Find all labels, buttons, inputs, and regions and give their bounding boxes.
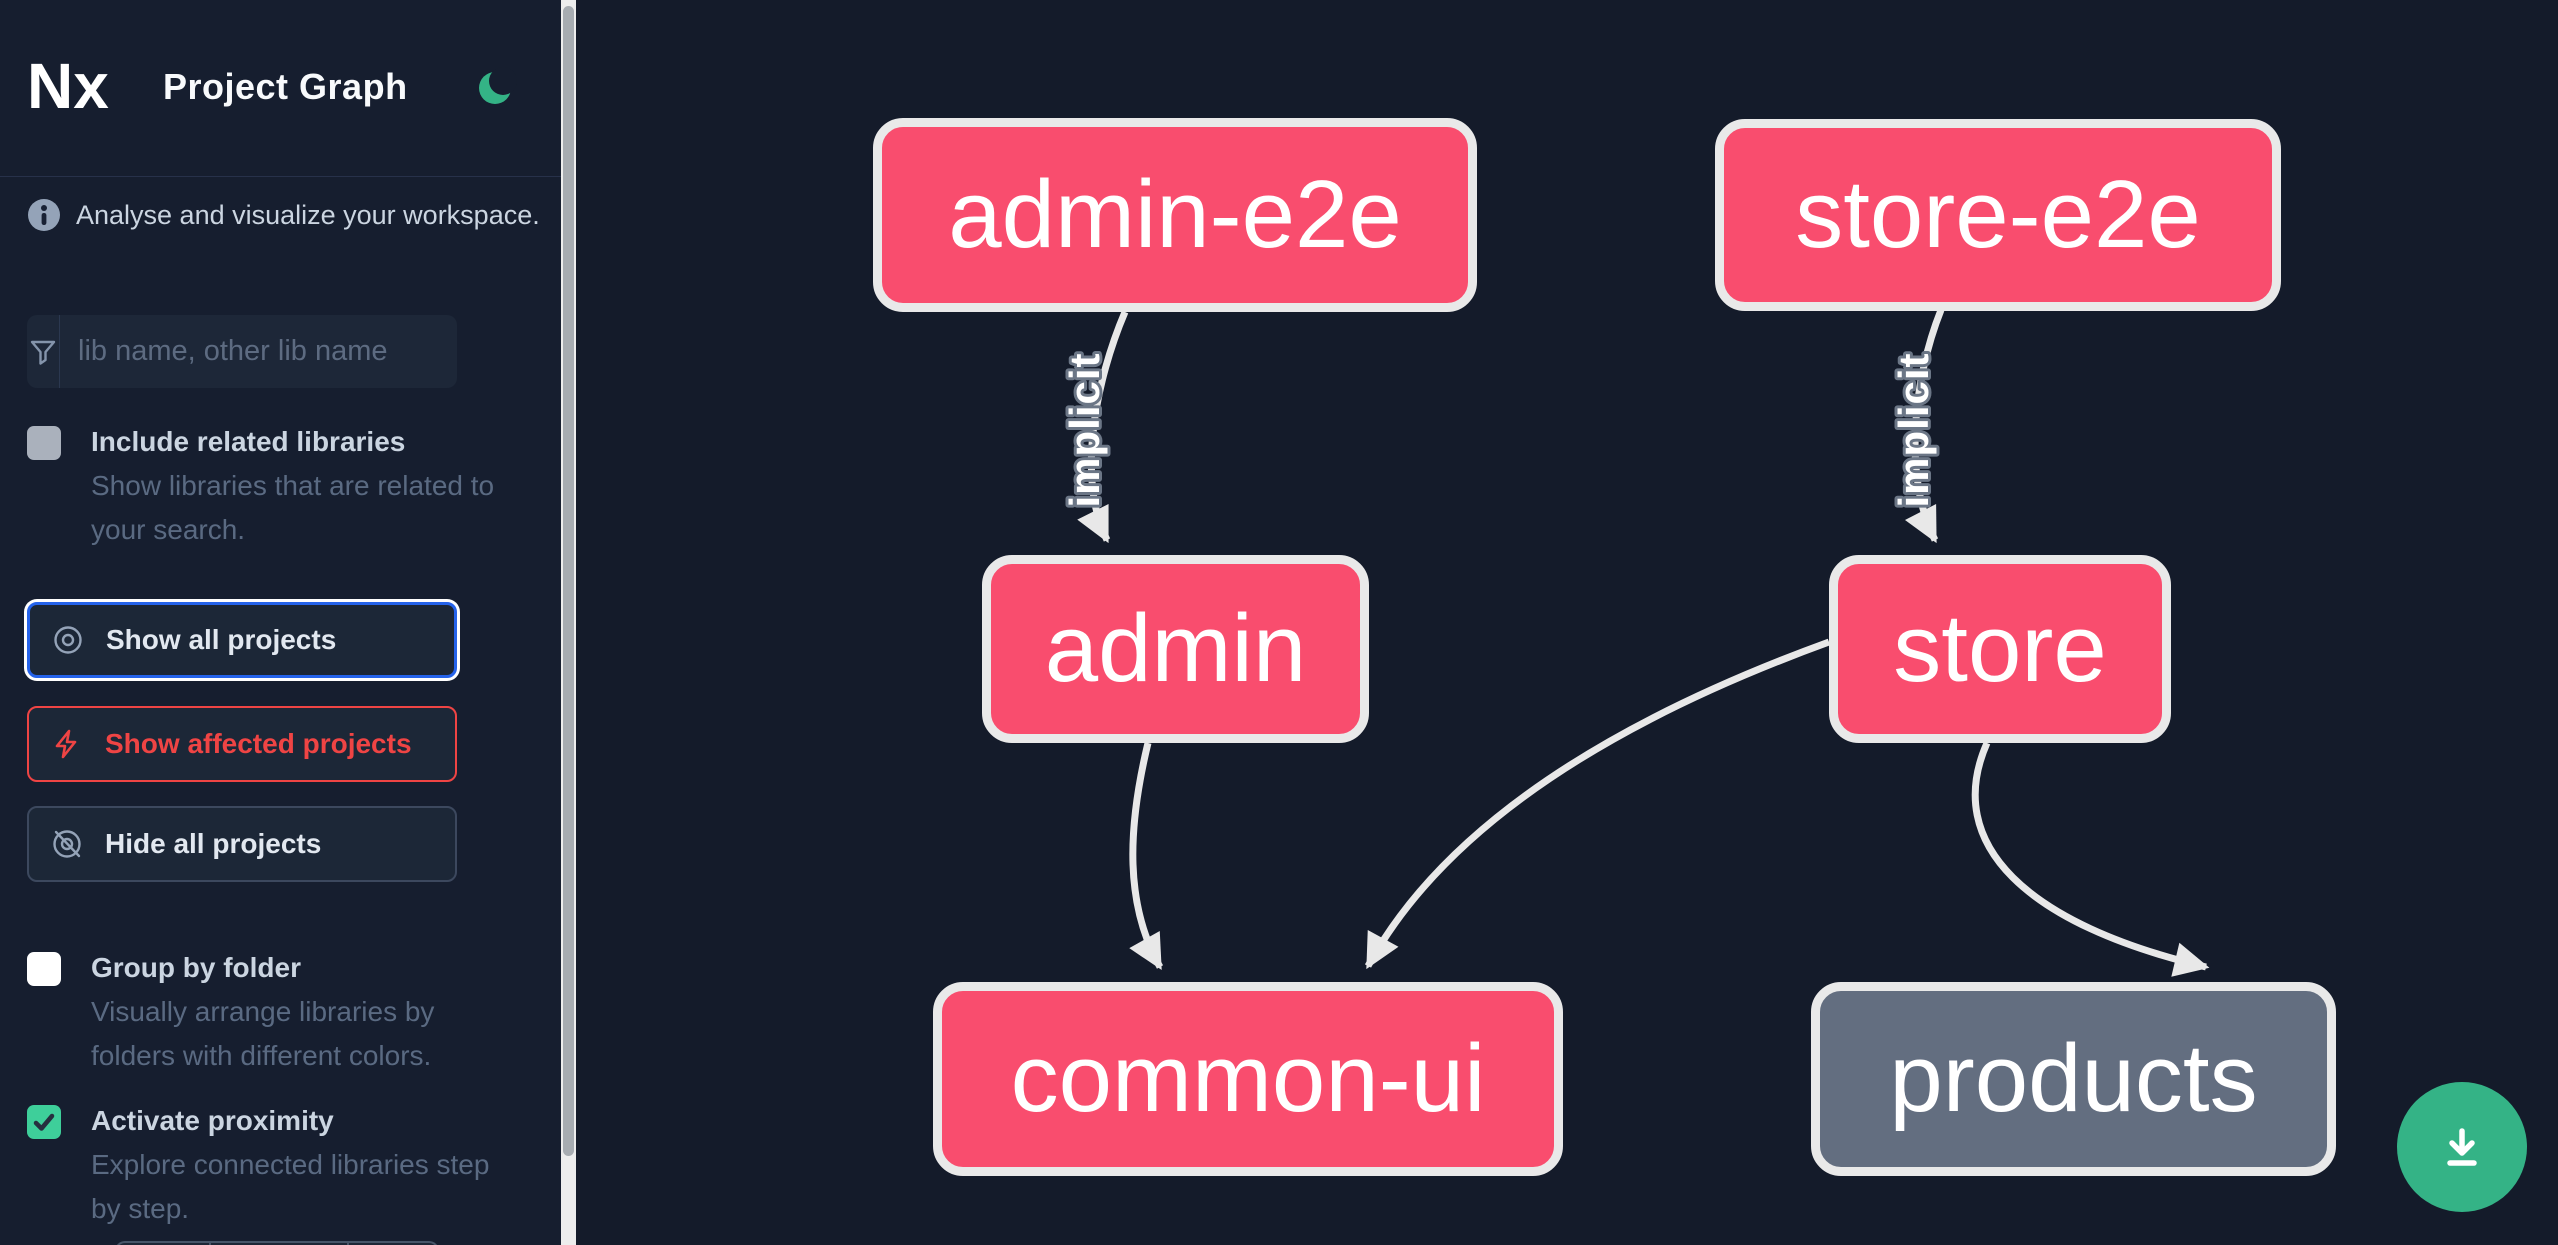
include-related-row: Include related libraries Show libraries… [27,424,515,552]
graph-edges: implicit implicit [1058,308,2210,977]
sidebar-scrollbar-thumb[interactable] [563,6,574,1156]
hide-all-projects-label: Hide all projects [105,828,322,859]
edge-label-implicit-1: implicit [1061,352,1108,507]
search-input[interactable] [60,315,457,388]
moon-icon [479,67,517,104]
graph-node-products[interactable]: products [1811,982,2336,1176]
filter-icon [27,315,60,388]
sidebar: Nx Project Graph Analyse and visualize y… [0,0,561,1245]
info-icon [28,199,60,231]
graph-canvas[interactable]: implicit implicit admin-e2e store-e2e ad… [576,0,2558,1245]
theme-toggle-button[interactable] [468,64,517,108]
edge-store-to-products[interactable] [1971,741,2210,977]
nx-logo-icon: Nx [27,50,109,120]
show-affected-projects-label: Show affected projects [105,728,412,759]
activate-proximity-checkbox[interactable] [27,1105,61,1139]
download-icon [2447,1128,2477,1166]
proximity-value-cell [209,1241,349,1245]
group-by-folder-row: Group by folder Visually arrange librari… [27,950,515,1078]
proximity-decrement-button[interactable] [115,1241,209,1245]
edge-store-to-common-ui[interactable] [1364,638,1831,970]
graph-node-common-ui[interactable]: common-ui [933,982,1563,1176]
tagline-text: Analyse and visualize your workspace. [76,199,540,230]
download-graph-button[interactable] [2397,1082,2527,1212]
group-by-folder-label: Group by folder [91,952,301,983]
search-box [27,315,457,388]
check-icon [33,1113,55,1131]
edge-admin-to-common-ui[interactable] [1129,742,1164,971]
include-related-label: Include related libraries [91,426,406,457]
show-affected-projects-button[interactable]: Show affected projects [27,706,457,782]
eye-slash-icon [53,830,81,858]
include-related-description: Show libraries that are related to your … [91,470,495,545]
page-title: Project Graph [163,66,408,107]
show-all-projects-label: Show all projects [106,624,337,655]
show-all-projects-button[interactable]: Show all projects [27,602,457,678]
sidebar-header: Nx Project Graph [0,0,561,177]
graph-node-store[interactable]: store [1829,555,2171,743]
proximity-stepper [115,1241,439,1245]
proximity-increment-button[interactable] [349,1241,439,1245]
bolt-icon [55,729,77,759]
activate-proximity-description: Explore connected libraries step by step… [91,1149,490,1224]
sidebar-scrollbar-track [561,0,576,1245]
group-by-folder-checkbox[interactable] [27,952,61,986]
group-by-folder-description: Visually arrange libraries by folders wi… [91,996,435,1071]
edge-label-implicit-2: implicit [1890,352,1937,507]
tagline-row: Analyse and visualize your workspace. [27,198,540,232]
graph-node-admin-e2e[interactable]: admin-e2e [873,118,1477,312]
activate-proximity-label: Activate proximity [91,1105,334,1136]
hide-all-projects-button[interactable]: Hide all projects [27,806,457,882]
activate-proximity-row: Activate proximity Explore connected lib… [27,1103,515,1231]
edge-admin-e2e-to-admin[interactable]: implicit [1058,310,1129,544]
eye-icon [54,626,82,654]
graph-node-admin[interactable]: admin [982,555,1369,743]
edge-store-e2e-to-store[interactable]: implicit [1887,308,1945,544]
include-related-checkbox[interactable] [27,426,61,460]
graph-node-store-e2e[interactable]: store-e2e [1715,119,2281,311]
nx-logo-text: Nx [27,50,109,120]
header-divider [0,176,561,177]
